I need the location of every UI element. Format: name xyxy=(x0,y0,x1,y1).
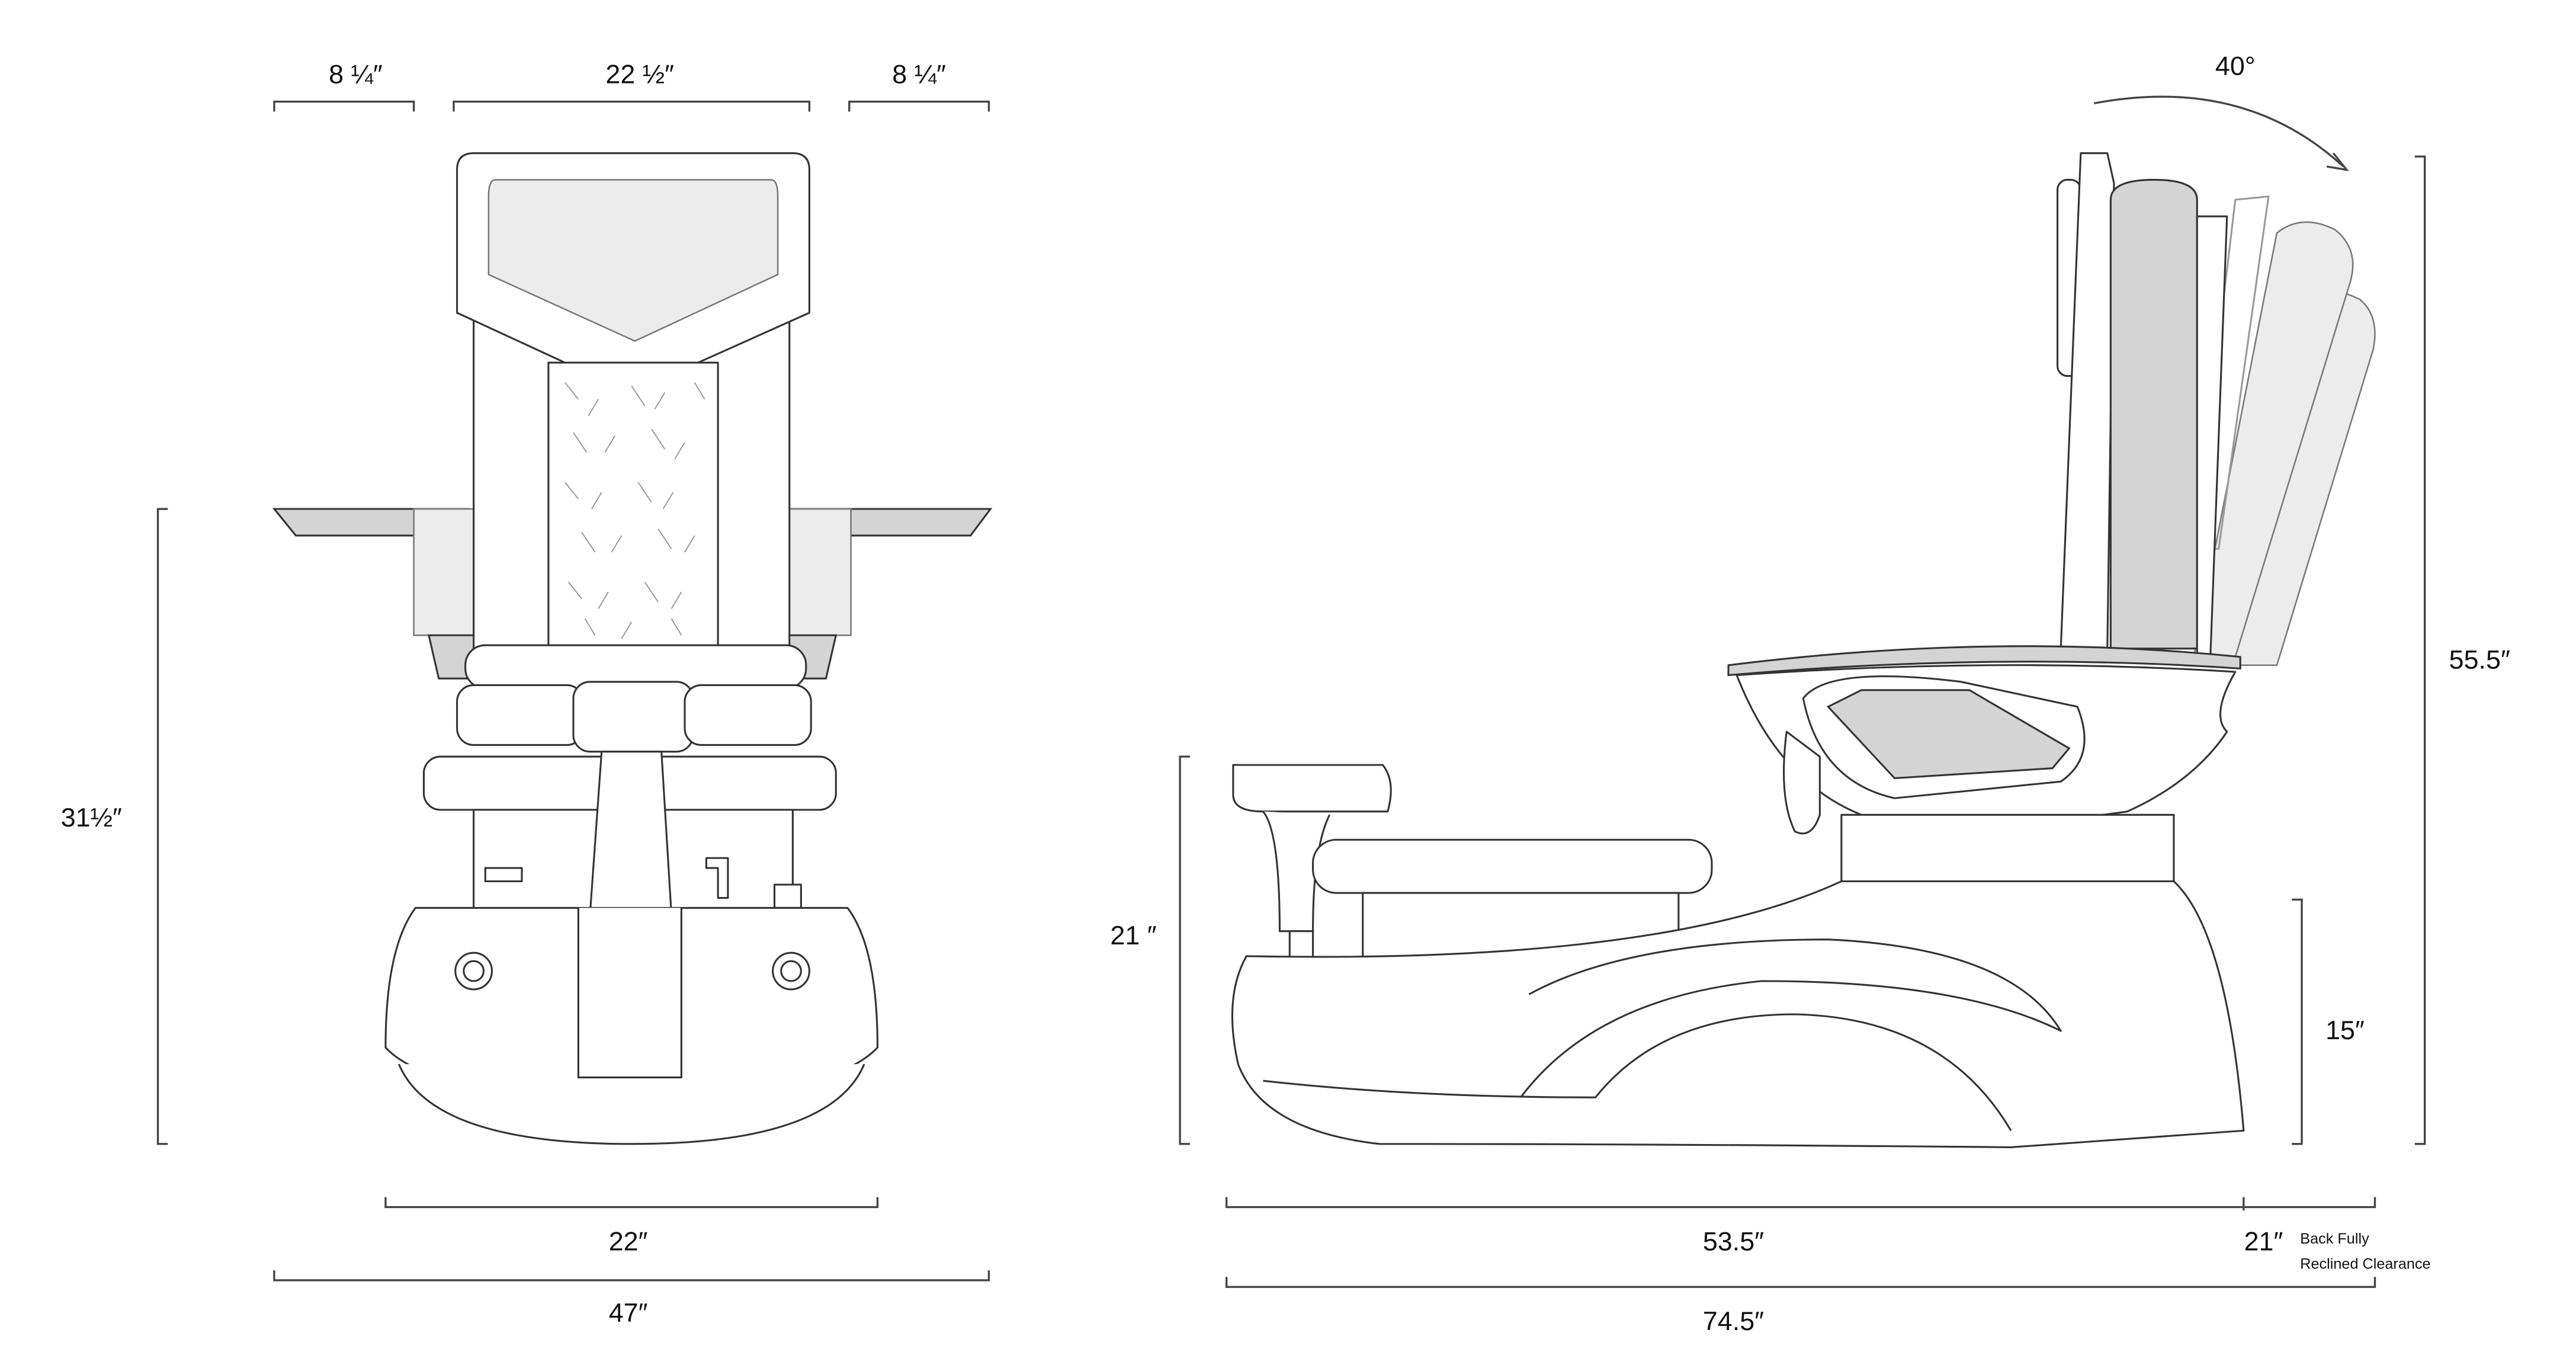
armrest-top xyxy=(1727,645,2241,677)
column-front xyxy=(577,908,682,1079)
recline-arc xyxy=(2094,95,2344,168)
right-faucet xyxy=(705,857,729,899)
basin-width-label: 22″ xyxy=(609,1226,648,1256)
left-jet-inner xyxy=(463,960,485,982)
recline-clearance-note-1: Back Fully xyxy=(2300,1231,2369,1247)
backrest-pattern-panel xyxy=(547,361,719,646)
armrest-right-width-label: 8 ¼″ xyxy=(892,59,946,89)
height-dimension-line xyxy=(156,508,168,1145)
overall-length-line xyxy=(1226,1277,2376,1288)
footrest-height-line xyxy=(1179,755,1190,1145)
headrest-cushion xyxy=(487,179,779,342)
recline-angle-label: 40° xyxy=(2215,51,2256,81)
backrest-cushion xyxy=(2109,178,2198,650)
seat-height-label: 15″ xyxy=(2325,1015,2365,1045)
backrest-pattern xyxy=(564,382,705,639)
footrest-height-label: 21 ″ xyxy=(1110,920,1156,950)
seat-height-line xyxy=(2292,898,2303,1145)
chair-length-label: 53.5″ xyxy=(1703,1226,1764,1256)
overall-height-label: 55.5″ xyxy=(2449,644,2510,674)
seat-cushion xyxy=(1312,838,1713,894)
length-dimension-line xyxy=(1226,1197,2376,1211)
base-arch-inner xyxy=(1263,1013,2012,1132)
seat-base xyxy=(1840,813,2175,883)
seat-right-cushion xyxy=(684,684,812,746)
basin-width-line xyxy=(384,1197,879,1209)
right-arm-box xyxy=(787,508,852,636)
left-arm-box xyxy=(413,508,478,636)
seat-center-cushion xyxy=(572,681,694,753)
front-view-chair xyxy=(272,152,993,1145)
base-arch-line xyxy=(1520,938,2062,1098)
overall-length-label: 74.5″ xyxy=(1703,1306,1764,1336)
seat-side-tab xyxy=(1783,731,1821,835)
armrest-left-width-label: 8 ¼″ xyxy=(329,59,383,89)
overall-width-label: 47″ xyxy=(609,1297,648,1328)
side-view-dimensions: 40° 55.5″ 21 ″ 15″ 53.5″ 21″ Back Fully … xyxy=(1110,51,2510,1336)
side-view-chair xyxy=(1231,152,2376,1148)
front-height-label: 31½″ xyxy=(61,802,122,832)
front-view-dimensions: 8 ¼″ 22 ½″ 8 ¼″ 31½″ 22″ 47″ xyxy=(61,59,990,1328)
top-dimension-lines xyxy=(273,100,990,112)
seat-left-cushion xyxy=(456,684,585,746)
base-body xyxy=(1231,880,2245,1148)
back-width-label: 22 ½″ xyxy=(605,59,674,89)
right-valve xyxy=(773,883,802,909)
recline-clearance-label: 21″ xyxy=(2244,1226,2283,1256)
overall-width-line xyxy=(273,1270,990,1281)
basin-base xyxy=(397,1063,865,1145)
seat-side-cushion xyxy=(1826,689,2071,780)
reclined-back-ghost-1 xyxy=(2193,221,2354,658)
recline-arrow-icon xyxy=(2326,152,2349,172)
left-faucet xyxy=(484,867,523,883)
recline-clearance-note-2: Reclined Clearance xyxy=(2300,1255,2430,1272)
right-jet-inner xyxy=(780,960,802,982)
overall-height-line xyxy=(2414,155,2426,1145)
footrest-pad xyxy=(1232,764,1392,813)
